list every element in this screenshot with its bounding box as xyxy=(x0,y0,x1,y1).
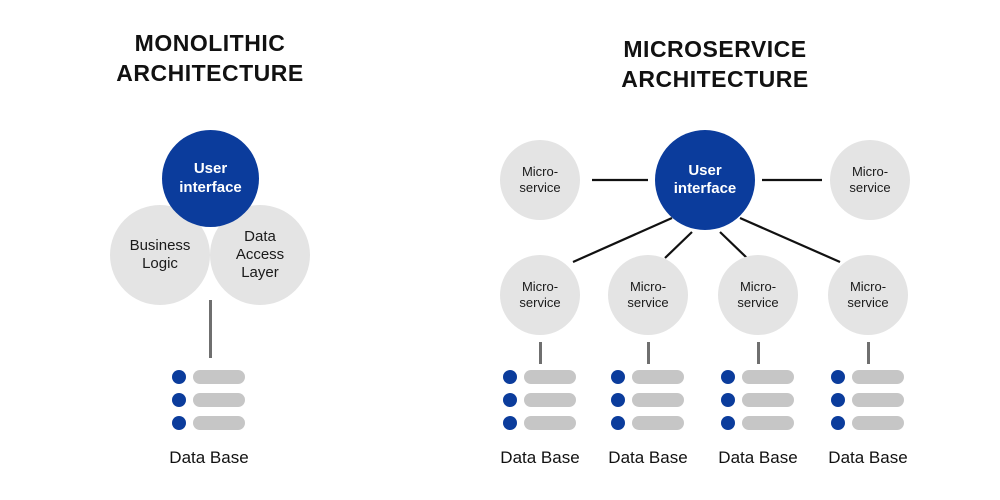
database-bar xyxy=(193,416,245,430)
database-row xyxy=(172,393,248,407)
database-row xyxy=(831,370,907,384)
microservice-database-icon-4[interactable] xyxy=(831,370,907,430)
monolithic-database-icon[interactable] xyxy=(172,370,248,430)
database-dot-icon xyxy=(721,416,735,430)
database-row xyxy=(611,393,687,407)
microservice-circle-bottom-1[interactable]: Micro- service xyxy=(500,255,580,335)
database-row xyxy=(721,416,797,430)
database-bar xyxy=(524,416,576,430)
microservice-label: Micro- service xyxy=(737,279,779,310)
microservice-circle-bottom-4[interactable]: Micro- service xyxy=(828,255,908,335)
database-bar xyxy=(742,393,794,407)
database-dot-icon xyxy=(831,370,845,384)
microservice-circle-bottom-3[interactable]: Micro- service xyxy=(718,255,798,335)
database-bar xyxy=(193,370,245,384)
database-row xyxy=(172,416,248,430)
monolithic-title: MONOLITHIC ARCHITECTURE xyxy=(116,30,304,87)
database-bar xyxy=(742,416,794,430)
database-row xyxy=(831,416,907,430)
database-dot-icon xyxy=(503,416,517,430)
microservice-database-label-2: Data Base xyxy=(608,448,688,467)
database-row xyxy=(503,416,579,430)
microservice-circle-left[interactable]: Micro- service xyxy=(500,140,580,220)
database-bar xyxy=(193,393,245,407)
microservice-circle-bottom-2[interactable]: Micro- service xyxy=(608,255,688,335)
microservice-db-connector-4 xyxy=(867,342,870,364)
database-row xyxy=(831,393,907,407)
database-dot-icon xyxy=(721,393,735,407)
database-bar xyxy=(852,416,904,430)
monolithic-db-connector xyxy=(209,300,212,358)
database-dot-icon xyxy=(721,370,735,384)
monolithic-business-logic-label: Business Logic xyxy=(129,236,191,272)
microservice-label: Micro- service xyxy=(519,279,561,310)
microservice-db-connector-1 xyxy=(539,342,542,364)
microservice-label: Micro- service xyxy=(847,279,889,310)
database-dot-icon xyxy=(503,370,517,384)
microservice-db-connector-2 xyxy=(647,342,650,364)
database-bar xyxy=(742,370,794,384)
monolithic-data-access-layer-label: Data Access Layer xyxy=(235,227,285,282)
monolithic-user-interface-circle[interactable]: User interface xyxy=(162,130,259,227)
link-ui-to-ms-b2 xyxy=(664,231,693,259)
database-bar xyxy=(524,393,576,407)
database-row xyxy=(721,393,797,407)
database-bar xyxy=(632,416,684,430)
microservice-user-interface-label: User interface xyxy=(673,161,737,197)
microservice-database-icon-1[interactable] xyxy=(503,370,579,430)
database-dot-icon xyxy=(172,416,186,430)
database-row xyxy=(721,370,797,384)
database-dot-icon xyxy=(831,416,845,430)
database-dot-icon xyxy=(503,393,517,407)
database-dot-icon xyxy=(172,393,186,407)
microservice-db-connector-3 xyxy=(757,342,760,364)
microservice-database-label-1: Data Base xyxy=(500,448,580,467)
microservice-label: Micro- service xyxy=(519,164,561,195)
microservice-title: MICROSERVICE ARCHITECTURE xyxy=(621,36,809,93)
database-dot-icon xyxy=(611,416,625,430)
microservice-database-icon-2[interactable] xyxy=(611,370,687,430)
database-bar xyxy=(852,370,904,384)
database-bar xyxy=(852,393,904,407)
microservice-database-label-3: Data Base xyxy=(718,448,798,467)
database-dot-icon xyxy=(611,370,625,384)
database-dot-icon xyxy=(831,393,845,407)
database-row xyxy=(611,370,687,384)
database-row xyxy=(503,393,579,407)
monolithic-database-label: Data Base xyxy=(169,448,249,467)
database-bar xyxy=(632,393,684,407)
database-row xyxy=(172,370,248,384)
database-row xyxy=(503,370,579,384)
link-ui-to-ms-b3 xyxy=(719,231,748,259)
microservice-circle-right[interactable]: Micro- service xyxy=(830,140,910,220)
database-bar xyxy=(632,370,684,384)
database-dot-icon xyxy=(611,393,625,407)
microservice-user-interface-circle[interactable]: User interface xyxy=(655,130,755,230)
database-bar xyxy=(524,370,576,384)
microservice-database-label-4: Data Base xyxy=(828,448,908,467)
microservice-label: Micro- service xyxy=(849,164,891,195)
microservice-database-icon-3[interactable] xyxy=(721,370,797,430)
microservice-label: Micro- service xyxy=(627,279,669,310)
monolithic-user-interface-label: User interface xyxy=(179,160,242,196)
database-dot-icon xyxy=(172,370,186,384)
database-row xyxy=(611,416,687,430)
